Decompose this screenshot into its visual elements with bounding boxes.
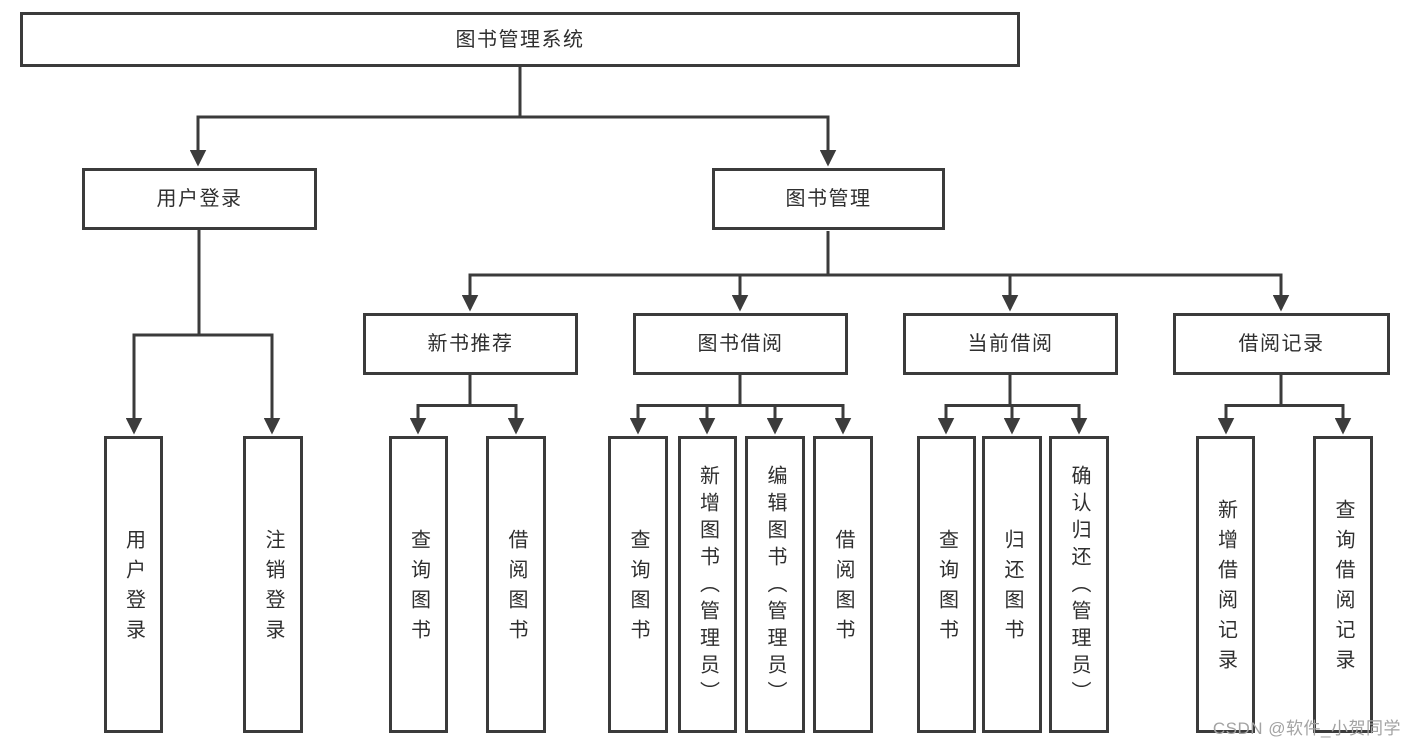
csdn-watermark: CSDN @软件_小贺同学 <box>1212 719 1401 738</box>
leaf-search-books-borrow: 查询图书 <box>608 436 668 733</box>
leaf-logout: 注销登录 <box>243 436 303 733</box>
leaf-add-books-admin: 新增图书（管理员） <box>678 436 737 733</box>
node-current-borrowing: 当前借阅 <box>903 313 1118 375</box>
leaf-return-books: 归还图书 <box>982 436 1042 733</box>
leaf-borrow-books: 借阅图书 <box>813 436 873 733</box>
leaf-add-borrow-record: 新增借阅记录 <box>1196 436 1255 733</box>
edge-group <box>125 67 1352 435</box>
node-user-login: 用户登录 <box>82 168 317 230</box>
node-new-book-recommendation: 新书推荐 <box>363 313 578 375</box>
leaf-search-borrow-record: 查询借阅记录 <box>1313 436 1373 733</box>
leaf-search-books-recommend: 查询图书 <box>389 436 448 733</box>
leaf-user-login: 用户登录 <box>104 436 163 733</box>
node-library-management-system: 图书管理系统 <box>20 12 1020 67</box>
leaf-borrow-books-recommend: 借阅图书 <box>486 436 546 733</box>
leaf-edit-books-admin: 编辑图书（管理员） <box>745 436 805 733</box>
node-book-borrowing: 图书借阅 <box>633 313 848 375</box>
node-borrowing-records: 借阅记录 <box>1173 313 1390 375</box>
leaf-confirm-return-admin: 确认归还（管理员） <box>1049 436 1109 733</box>
leaf-search-books-current: 查询图书 <box>917 436 976 733</box>
node-book-management: 图书管理 <box>712 168 945 230</box>
